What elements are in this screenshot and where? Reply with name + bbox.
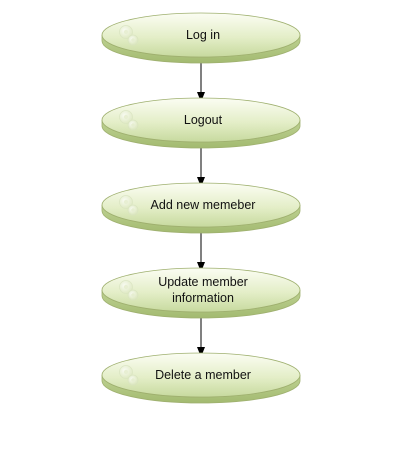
gear-icon (119, 195, 139, 216)
node-label-logout: Logout (184, 113, 223, 127)
node-top-update (101, 267, 301, 313)
node-login: Log in (101, 12, 301, 64)
node-delete: Delete a member (101, 352, 301, 404)
node-add: Add new memeber (101, 182, 301, 234)
node-top-delete (101, 352, 301, 398)
node-logout: Logout (101, 97, 301, 149)
node-label-update-line-2: information (172, 291, 234, 305)
gear-icon (119, 110, 139, 131)
gear-icon (119, 280, 139, 301)
node-label-add: Add new memeber (151, 198, 256, 212)
node-label-delete: Delete a member (155, 368, 251, 382)
node-top-logout (101, 97, 301, 143)
node-top-login (101, 12, 301, 58)
node-update: Update member information (101, 267, 301, 319)
node-label-update-line-1: Update member (158, 275, 248, 289)
node-label-login: Log in (186, 28, 220, 42)
gear-icon (119, 365, 139, 386)
node-top-add (101, 182, 301, 228)
gear-icon (119, 25, 139, 46)
